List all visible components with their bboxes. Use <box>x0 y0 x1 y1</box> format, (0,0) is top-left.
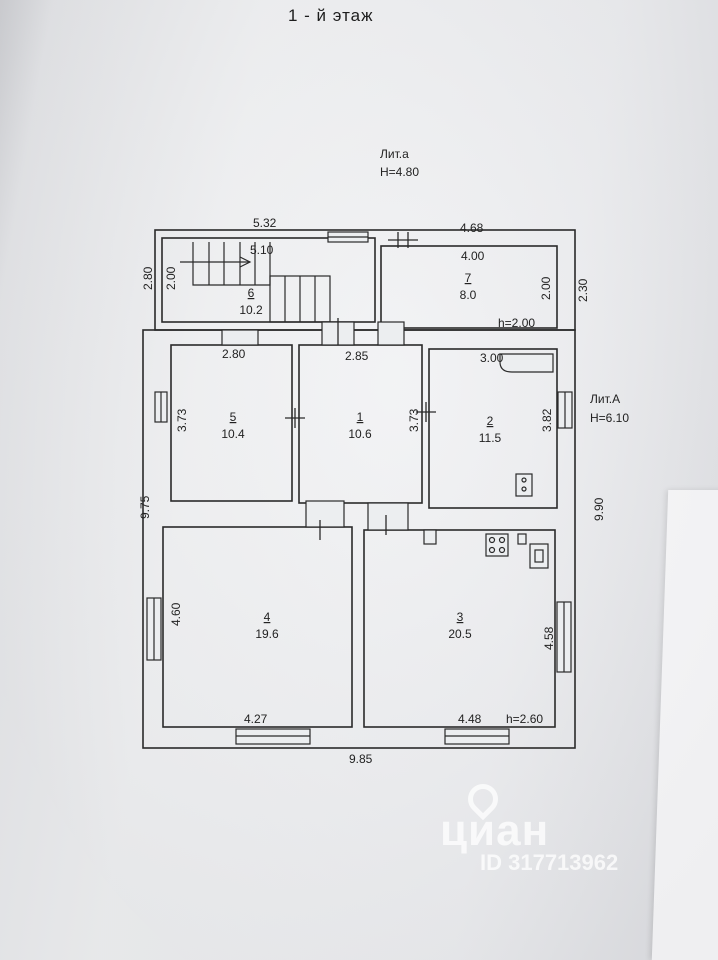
room3-outline <box>363 529 556 728</box>
room5-area: 10.4 <box>221 427 245 441</box>
room6-outline <box>161 237 376 323</box>
room4-number: 4 <box>264 610 271 624</box>
heater-icon <box>423 529 437 545</box>
window-left-room5 <box>154 391 168 423</box>
window-right-room3 <box>556 601 572 673</box>
room2-number: 2 <box>487 414 494 428</box>
doorway-room5-top <box>221 329 259 346</box>
room1-area: 10.6 <box>348 427 372 441</box>
watermark-id: ID 317713962 <box>480 850 619 875</box>
room5-number: 5 <box>230 410 237 424</box>
dim-room3-height: 4.58 <box>542 626 556 650</box>
window-left-room4 <box>146 597 162 661</box>
room3-area: 20.5 <box>448 627 472 641</box>
dim-room5-height: 3.73 <box>175 408 189 432</box>
stove-icon-room3 <box>485 533 509 557</box>
doorway-room1-bottom <box>305 500 345 528</box>
dim-room1-height: 3.73 <box>407 408 421 432</box>
dim-room2-height: 3.82 <box>540 408 554 432</box>
dim-left-annex-b: 2.00 <box>164 266 178 290</box>
lit-A-height: H=6.10 <box>590 411 629 425</box>
dim-room4-width: 4.27 <box>244 712 268 726</box>
dim-right-total: 9.90 <box>592 497 606 521</box>
dim-room7-width: 4.00 <box>461 249 485 263</box>
dim-room2-width: 3.00 <box>480 351 504 365</box>
dim-room1-width: 2.85 <box>345 349 369 363</box>
window-bottom-room4 <box>235 728 311 745</box>
dim-stair-width: 5.10 <box>250 243 274 257</box>
annex-outer-wall <box>154 229 576 331</box>
dim-annex-h: h=2.00 <box>498 316 535 330</box>
room3-number: 3 <box>457 610 464 624</box>
dim-room4-height: 4.60 <box>169 602 183 626</box>
watermark-logo: циан <box>440 806 550 855</box>
dim-top-right: 4.68 <box>460 221 484 235</box>
dim-left-annex-a: 2.80 <box>141 266 155 290</box>
window-right-room2 <box>557 391 573 429</box>
room6-number: 6 <box>248 286 255 300</box>
room7-area: 8.0 <box>460 288 477 302</box>
room2-outline <box>428 348 558 509</box>
lit-A-name: Лит.А <box>590 392 620 406</box>
doorway-room2-top <box>377 321 405 346</box>
dim-bottom-total: 9.85 <box>349 752 373 766</box>
room4-outline <box>162 526 353 728</box>
room7-outline <box>380 245 558 329</box>
dim-left-total: 9.75 <box>138 495 152 519</box>
main-outer-wall <box>142 329 576 749</box>
dim-top-left: 5.32 <box>253 216 277 230</box>
doorway-room3-top <box>367 502 409 531</box>
room1-outline <box>298 344 423 504</box>
floor-title: 1 - й этаж <box>288 6 374 25</box>
dim-room5-width: 2.80 <box>222 347 246 361</box>
bathtub-icon <box>499 353 554 373</box>
room2-area: 11.5 <box>479 431 502 445</box>
window-top-annex <box>327 231 369 243</box>
dim-room7-height: 2.00 <box>539 276 553 300</box>
dim-room3-width: 4.48 <box>458 712 482 726</box>
meter-icon <box>517 533 527 545</box>
window-bottom-room3 <box>444 728 510 745</box>
dim-right-annex: 2.30 <box>576 278 590 302</box>
room7-number: 7 <box>465 271 472 285</box>
stairs-icon <box>180 242 331 323</box>
lit-a-height: H=4.80 <box>380 165 419 179</box>
stove-icon-room2 <box>515 473 533 497</box>
dim-main-h: h=2.60 <box>506 712 543 726</box>
room1-number: 1 <box>357 410 364 424</box>
room6-area: 10.2 <box>239 303 263 317</box>
lit-a-name: Лит.а <box>380 147 409 161</box>
room4-area: 19.6 <box>255 627 279 641</box>
